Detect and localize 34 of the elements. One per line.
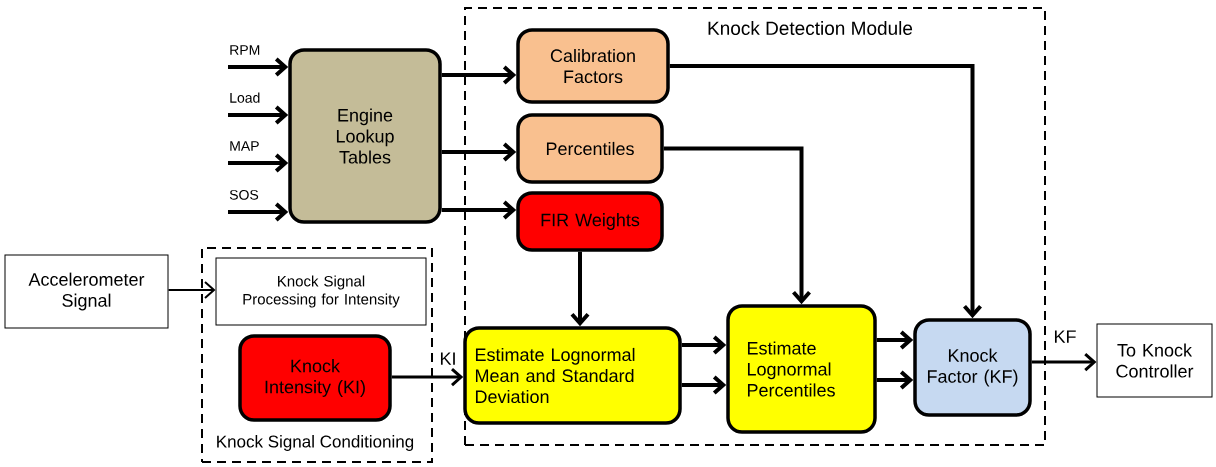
arrow <box>391 367 464 387</box>
process-box: Percentiles <box>516 113 664 184</box>
output-box: To Knock Controller <box>1096 323 1213 398</box>
edge-label: RPM <box>228 44 262 56</box>
arrow <box>681 335 727 355</box>
edge-label: SOS <box>228 188 260 201</box>
edge-label: KF <box>1052 329 1078 344</box>
arrow <box>663 146 811 305</box>
arrow <box>876 330 914 350</box>
edge-label: KI <box>438 351 458 366</box>
process-box: Estimate Lognormal Mean and Standard Deviation <box>463 326 682 425</box>
process-box: Engine Lookup Tables <box>288 48 442 224</box>
process-box: Knock Intensity (KI) <box>238 334 392 422</box>
process-box: Knock Signal Processing for Intensity <box>215 257 427 326</box>
arrow <box>570 251 590 327</box>
process-box: Estimate Lognormal Percentiles <box>726 304 877 434</box>
arrow <box>1031 352 1097 372</box>
arrow <box>228 202 289 222</box>
arrow <box>441 142 517 162</box>
edge-label: Load <box>228 91 262 104</box>
arrow <box>228 153 289 173</box>
arrow <box>441 65 517 85</box>
input-box: Accelerometer Signal <box>4 254 169 329</box>
arrow <box>669 64 982 319</box>
edge-label: MAP <box>228 140 261 152</box>
arrow <box>876 370 914 390</box>
arrow <box>441 200 517 220</box>
process-box: Knock Factor (KF) <box>913 318 1032 417</box>
process-box: FIR Weights <box>516 191 664 252</box>
arrow <box>681 375 727 395</box>
arrow <box>167 281 216 299</box>
process-box: Calibration Factors <box>516 28 670 104</box>
arrow <box>228 105 289 125</box>
arrow <box>228 57 289 77</box>
